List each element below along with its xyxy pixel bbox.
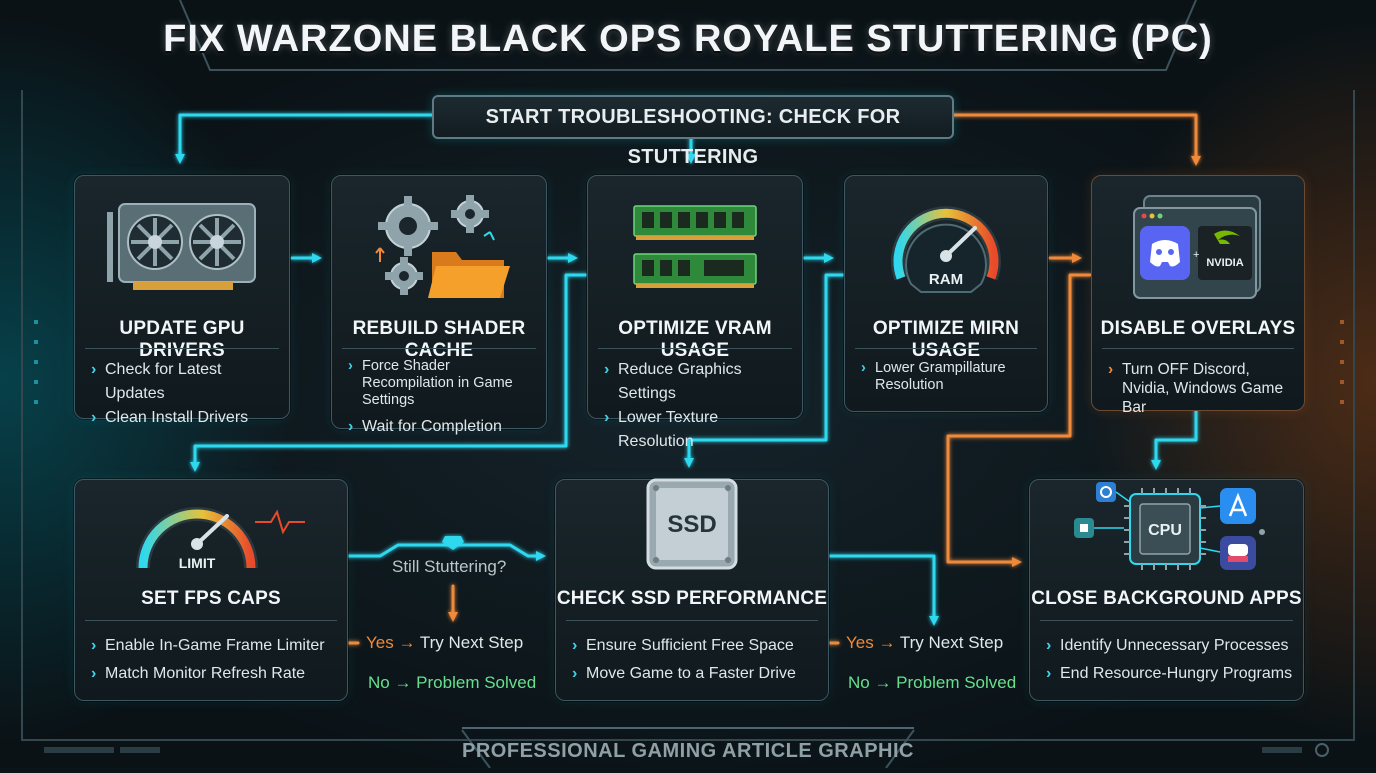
- list-item: Lower Texture Resolution: [604, 406, 794, 454]
- step-title: CHECK SSD PERFORMANCE: [556, 588, 828, 609]
- list-item: Turn OFF Discord, Nvidia, Windows Game B…: [1108, 360, 1296, 417]
- step-item-list: Check for Latest Updates Clean Install D…: [91, 358, 281, 430]
- step-card-background-apps: CPU CLOSE BACKGROUND APPS Identify Unnec…: [1029, 479, 1304, 701]
- step-title: UPDATE GPU DRIVERS: [119, 318, 245, 361]
- decision-no-1: No → Problem Solved: [368, 673, 537, 692]
- start-to-gpu-arrow: [175, 113, 434, 164]
- step-title: REBUILD SHADER CACHE: [352, 318, 526, 361]
- step-item-list: Lower Grampillature Resolution: [861, 360, 1039, 400]
- yes-label: Yes: [366, 633, 394, 652]
- step-card-overlays: NVIDIA + DISABLE OVERLAYS Turn OFF Disco…: [1091, 175, 1305, 416]
- svg-text:+: +: [1193, 249, 1199, 261]
- list-item: End Resource-Hungry Programs: [1046, 660, 1295, 688]
- step-title: CLOSE BACKGROUND APPS: [1031, 588, 1302, 609]
- list-item: Force Shader Recompilation in Game Setti…: [348, 358, 538, 409]
- list-item: Check for Latest Updates: [91, 358, 281, 406]
- fps-to-ssd-arrow: [345, 543, 546, 561]
- step-item-list: Identify Unnecessary Processes End Resou…: [1046, 632, 1295, 688]
- cpu-label: CPU: [1148, 522, 1182, 539]
- gpu-icon: [107, 203, 256, 290]
- title-frame: [179, 0, 1197, 71]
- ram-sticks-icon: [633, 205, 757, 288]
- fps-limit-gauge-icon: LIMIT: [136, 507, 305, 571]
- list-item: Lower Grampillature Resolution: [861, 360, 1039, 394]
- start-label: START TROUBLESHOOTING: CHECK FOR STUTTER…: [485, 106, 901, 168]
- overlays-to-apps-cyan: [1151, 408, 1198, 470]
- list-item: Move Game to a Faster Drive: [572, 660, 820, 688]
- step-title: OPTIMIZE MIRN USAGE: [872, 318, 1020, 361]
- start-box: START TROUBLESHOOTING: CHECK FOR STUTTER…: [432, 95, 954, 168]
- list-item: Clean Install Drivers: [91, 406, 281, 430]
- outer-frame: [21, 90, 1355, 741]
- step-card-vram: OPTIMIZE VRAM USAGE Reduce Graphics Sett…: [587, 175, 803, 450]
- yes-text: Try Next Step: [899, 633, 1004, 652]
- nvidia-label: NVIDIA: [1206, 257, 1243, 269]
- step-item-list: Force Shader Recompilation in Game Setti…: [348, 358, 538, 439]
- limit-label: LIMIT: [179, 555, 216, 571]
- step-title: SET FPS CAPS: [141, 588, 281, 609]
- vram-to-fps-arrow: [190, 273, 589, 472]
- step-item-list: Turn OFF Discord, Nvidia, Windows Game B…: [1108, 360, 1296, 423]
- step-card-shader-cache: REBUILD SHADER CACHE Force Shader Recomp…: [331, 175, 547, 439]
- step-card-fps-caps: LIMIT SET FPS CAPS Enable In-Game Frame …: [74, 479, 348, 701]
- footer: PROFESSIONAL GAMING ARTICLE GRAPHIC: [462, 727, 914, 770]
- ram-gauge-icon: RAM: [891, 206, 1001, 293]
- start-to-overlays-arrow: [948, 113, 1201, 166]
- list-item: Ensure Sufficient Free Space: [572, 632, 820, 660]
- cpu-apps-icon: CPU: [1074, 482, 1265, 570]
- decision-node-icon: [442, 536, 464, 550]
- gears-folder-icon: [375, 195, 510, 298]
- step-item-list: Enable In-Game Frame Limiter Match Monit…: [91, 632, 339, 688]
- ssd-icon: SSD: [646, 478, 738, 570]
- yes-label: Yes: [846, 633, 874, 652]
- step-card-ram: RAM OPTIMIZE MIRN USAGE Lower Grampillat…: [844, 175, 1048, 412]
- list-item: Identify Unnecessary Processes: [1046, 632, 1295, 660]
- ssd-to-next-arrow: [826, 554, 939, 626]
- footer-decoration: [44, 743, 1329, 757]
- step-card-ssd: SSD CHECK SSD PERFORMANCE Ensure Suffici…: [555, 478, 829, 701]
- decision-question: Still Stuttering?: [392, 557, 507, 576]
- ssd-label: SSD: [667, 511, 716, 538]
- step-card-gpu-drivers: UPDATE GPU DRIVERS Check for Latest Upda…: [74, 175, 290, 430]
- list-item: Enable In-Game Frame Limiter: [91, 632, 339, 660]
- decision-no-2: No → Problem Solved: [848, 673, 1017, 692]
- ram-gauge-label: RAM: [929, 271, 963, 288]
- list-item: Reduce Graphics Settings: [604, 358, 794, 406]
- footer-label: PROFESSIONAL GAMING ARTICLE GRAPHIC: [462, 740, 914, 762]
- step-title: OPTIMIZE VRAM USAGE: [618, 318, 772, 361]
- step-item-list: Ensure Sufficient Free Space Move Game t…: [572, 632, 820, 688]
- list-item: Wait for Completion: [348, 415, 538, 439]
- decision-yes-1: Yes → Try Next Step: [366, 633, 524, 652]
- list-item: Match Monitor Refresh Rate: [91, 660, 339, 688]
- step-item-list: Reduce Graphics Settings Lower Texture R…: [604, 358, 794, 454]
- step-title: DISABLE OVERLAYS: [1100, 318, 1296, 339]
- overlay-windows-icon: NVIDIA +: [1133, 195, 1261, 299]
- page-title: FIX WARZONE BLACK OPS ROYALE STUTTERING …: [163, 18, 1213, 60]
- yes-text: Try Next Step: [419, 633, 524, 652]
- decision-yes-2: Yes → Try Next Step: [846, 633, 1004, 652]
- overlays-to-apps-orange: [946, 273, 1092, 567]
